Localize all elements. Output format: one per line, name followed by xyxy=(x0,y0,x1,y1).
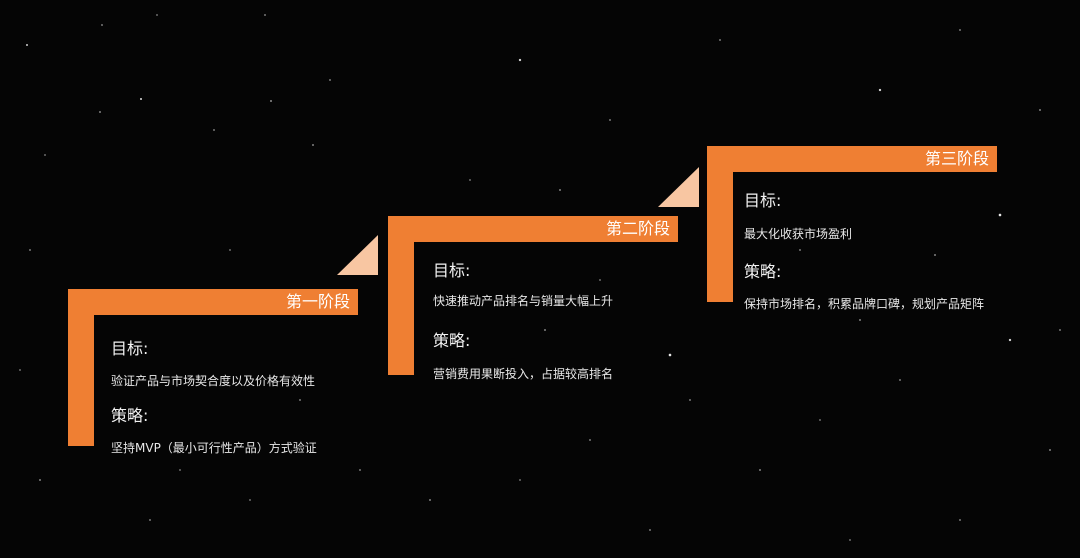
stage-1-header-bar: 第一阶段 xyxy=(68,289,358,315)
stage-3-header-bar: 第三阶段 xyxy=(707,146,997,172)
stage-2-header-bar: 第二阶段 xyxy=(388,216,678,242)
stage-1-vertical-bar xyxy=(68,289,94,446)
step-arrow-triangle-1 xyxy=(337,235,378,275)
stage-3-strategy-label: 策略: xyxy=(744,262,782,281)
stage-1-strategy-text: 坚持MVP（最小可行性产品）方式验证 xyxy=(111,441,317,455)
stage-1-goal-label: 目标: xyxy=(111,339,149,358)
stage-2-strategy-text: 营销费用果断投入，占据较高排名 xyxy=(433,367,614,381)
stage-2-goal-text: 快速推动产品排名与销量大幅上升 xyxy=(433,294,614,308)
stage-1-strategy-label: 策略: xyxy=(111,406,149,425)
stage-3-goal-label: 目标: xyxy=(744,191,782,210)
stage-2-title: 第二阶段 xyxy=(605,219,670,238)
stage-3-title: 第三阶段 xyxy=(924,149,989,168)
stage-1-title: 第一阶段 xyxy=(285,292,350,311)
stage-2-goal-label: 目标: xyxy=(433,261,471,280)
stage-2-vertical-bar xyxy=(388,216,414,375)
stage-3-strategy-text: 保持市场排名，积累品牌口碑，规划产品矩阵 xyxy=(744,297,985,311)
stage-2-strategy-label: 策略: xyxy=(433,331,471,350)
stage-3-goal-text: 最大化收获市场盈利 xyxy=(744,227,853,241)
stage-1-goal-text: 验证产品与市场契合度以及价格有效性 xyxy=(111,374,316,388)
step-arrow-triangle-2 xyxy=(658,167,699,207)
stage-3-vertical-bar xyxy=(707,146,733,302)
